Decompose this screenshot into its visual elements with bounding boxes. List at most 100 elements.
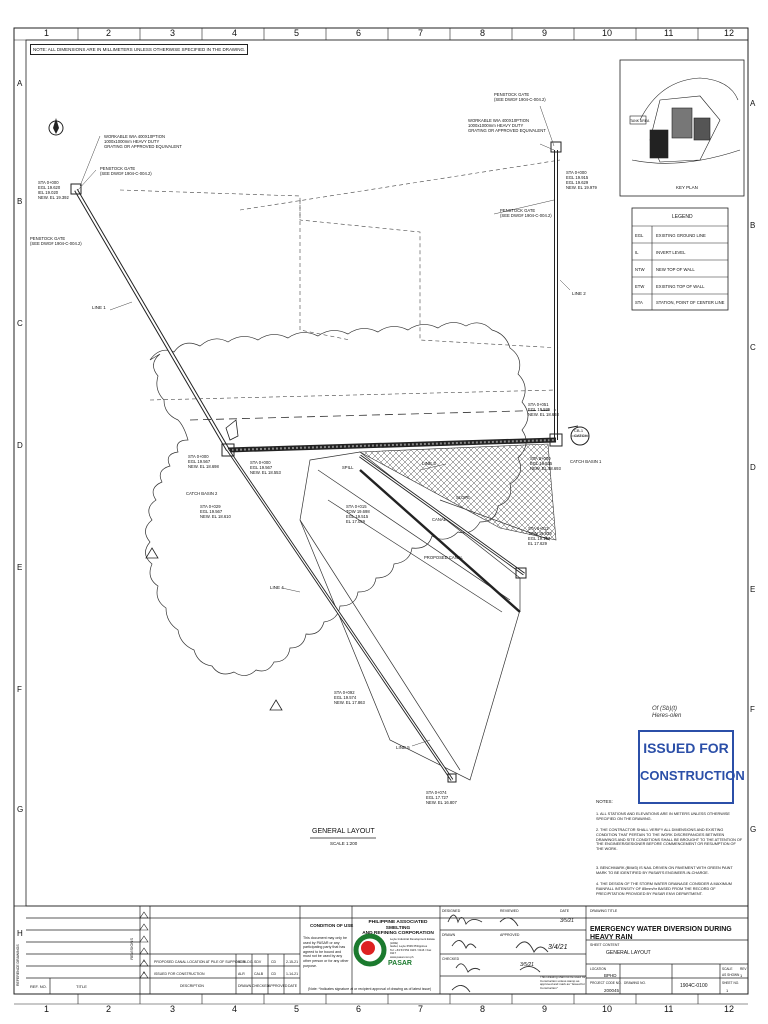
grid-row-label: E [17, 563, 23, 572]
grid-row-label-right: C [750, 343, 756, 352]
stamp-line2: CONSTRUCTION [640, 768, 745, 783]
sheet-content-value: GENERAL LAYOUT [606, 950, 651, 956]
condition-header: CONDITION OF USE [310, 923, 354, 928]
approved-label: APPROVED [500, 933, 520, 937]
label-workable-tr: WORKABLE WIA 400X10PTION 1000x1000mm HEA… [468, 118, 546, 133]
grid-col-label-bottom: 6 [356, 1004, 362, 1014]
grid-col-label-bottom: 1 [44, 1004, 50, 1014]
company-address: Leyte Industrial Development Estate (LID… [390, 937, 435, 959]
grid-row-label: D [17, 441, 23, 450]
label-canal-c: CANAL [432, 517, 446, 522]
handwritten-note: Of (Sb)(t) Heres-olen [652, 706, 682, 719]
label-penstock-tl: PENSTOCK GATE (SEE DWG# 1904-C-004.2) [100, 166, 152, 176]
label-penstock-tr: PENSTOCK GATE (SEE DWG# 1904-C-004.2) [494, 92, 546, 102]
grid-col-label-bottom: 10 [602, 1004, 613, 1014]
label-line5: LINE 5 [396, 745, 410, 750]
revision-desc: ISSUED FOR CONSTRUCTION [154, 972, 205, 976]
project-code-value: 200045 [604, 988, 620, 993]
scale-label: SCALE [722, 967, 733, 971]
legend-desc: EXISTING TOP OF WALL [656, 284, 705, 289]
location-label: LOCATION [590, 967, 607, 971]
note-item: 1. ALL STATIONS AND ELEVATIONS ARE IN ME… [596, 812, 730, 821]
section-callout-icon [567, 425, 590, 446]
project-code-label: PROJECT CODE NO. [590, 981, 622, 985]
signature-date: 3/4/21 [548, 944, 568, 951]
proposed-canal-outline [299, 451, 551, 781]
key-plan-label: KEY PLAN [676, 185, 698, 190]
legend-code: STA [635, 300, 643, 305]
drawing-no-label: DRAWING NO. [624, 981, 646, 985]
grid-col-label: 6 [356, 28, 362, 38]
grid-col-label: 1 [44, 28, 50, 38]
revision-dwn: SDV [254, 960, 262, 964]
grid-row-label: B [17, 197, 23, 206]
drawn-label: DRAWN [442, 933, 456, 937]
grid-col-label-bottom: 12 [724, 1004, 735, 1014]
grid-col-label-bottom: 5 [294, 1004, 300, 1014]
revision-date: 2-15-21 [286, 960, 299, 964]
label-spill: SPILL [342, 465, 354, 470]
issued-for-construction-stamp: ISSUED FOR CONSTRUCTION [638, 730, 745, 804]
label-line1: LINE 1 [92, 305, 106, 310]
sheet-content-label: SHEET CONTENT [590, 943, 620, 947]
label-penstock-r: PENSTOCK GATE (SEE DWG# 1904-C-004.2) [500, 208, 552, 218]
grid-row-label-right: A [750, 99, 756, 108]
reviewed-label: REVIEWED [500, 909, 519, 913]
grid-col-label-bottom: 2 [106, 1004, 112, 1014]
drawing-no-value: 1904C-0100 [680, 983, 708, 989]
construction-note: This Drawing shall not be used for Const… [540, 975, 586, 990]
legend-desc: EXISTING GROUND LINE [656, 233, 706, 238]
revision-triangle-icon-2 [145, 547, 159, 559]
note-item: 2. THE CONTRACTOR SHALL VERIFY ALL DIMEN… [596, 828, 743, 852]
existing-boundary-lines [119, 159, 561, 401]
grid-row-label-right: F [750, 705, 755, 714]
notes-header: NOTES: [596, 799, 613, 804]
label-sta-r3: STA 0+012 TOW 19.939 EGL 19.167 EL 17.62… [528, 526, 552, 546]
grid-col-label: 12 [724, 28, 735, 38]
rev-value: 1 [740, 973, 743, 978]
designed-label: DESIGNED [442, 909, 461, 913]
revision-triangle-icon [269, 699, 283, 711]
company-name: PHILIPPINE ASSOCIATED SMELTING AND REFIN… [362, 920, 434, 937]
legend-desc: STATION, POINT OF CENTER LINE [656, 300, 725, 305]
grid-col-label: 8 [480, 28, 486, 38]
label-line3: LINE 3 [422, 461, 436, 466]
grid-row-label: G [17, 805, 24, 814]
revisions-label: REVISIONS [129, 938, 134, 960]
note-item: 3. BENCHMARK (BM#3) IS NAIL DRIVEN ON PA… [596, 866, 733, 875]
revision-cloud [145, 322, 529, 676]
condition-text: This document may only be used by PASAR … [303, 936, 349, 968]
revision-mark: 1 [143, 959, 145, 963]
grid-col-label: 10 [602, 28, 613, 38]
label-slope: SLOPE [456, 495, 470, 500]
revision-chk: CD [271, 960, 277, 964]
legend-desc: INVERT LEVEL [656, 250, 686, 255]
grid-col-label-bottom: 3 [170, 1004, 176, 1014]
grid-col-label: 11 [664, 28, 674, 38]
key-plan-sketch [629, 77, 741, 164]
grid-row-label: H [17, 929, 23, 938]
label-sta-basin2: STA 0+029 EGL 19.567 NEW. EL 18.610 [200, 504, 231, 519]
label-catch2: CATCH BASIN 2 [186, 491, 218, 496]
revision-footer-checked: CHECKED [252, 984, 270, 988]
label-sta-l5: STA 0+074 EGL 17.727 NEW. EL 16.807 [426, 790, 457, 805]
ref-no-header: REF. NO. [30, 984, 47, 989]
label-cb-tag: CB-1 CATCH [574, 428, 588, 438]
grid-row-label: F [17, 685, 22, 694]
key-plan-frame [619, 59, 745, 197]
revision-by: ALR [238, 960, 245, 964]
title-col-header: TITLE [76, 984, 87, 989]
grid-col-label-bottom: 9 [542, 1004, 548, 1014]
legend-code: ETW [635, 284, 645, 289]
revision-mark: 0 [143, 971, 145, 975]
drawing-title: GENERAL LAYOUT [312, 828, 375, 835]
signature-scribbles [447, 914, 549, 993]
revision-footer-desc: DESCRIPTION [180, 984, 204, 988]
grid-col-label: 3 [170, 28, 176, 38]
top-note: NOTE: ALL DIMENSIONS ARE IN MILLIMETERS … [30, 44, 249, 55]
legend-table [631, 207, 729, 311]
legend-header: LEGEND [672, 214, 693, 220]
grid-col-label: 2 [106, 28, 112, 38]
location-value: BPHD [604, 973, 617, 978]
